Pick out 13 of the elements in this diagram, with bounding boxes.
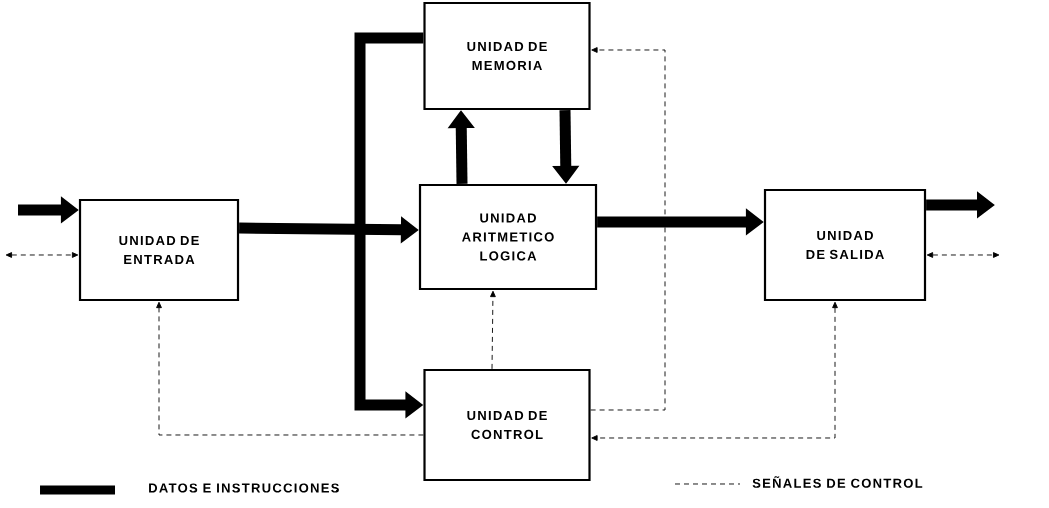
- unit-box: UNIDAD DE ENTRADA: [78, 198, 240, 302]
- legend-label: SEÑALES DE CONTROL: [752, 476, 923, 488]
- arrow: [591, 301, 838, 441]
- unit-box: UNIDAD DE SALIDA: [763, 188, 927, 302]
- unit-box: UNIDAD ARITMETICO LOGICA: [418, 183, 598, 291]
- arrow: [590, 47, 666, 411]
- arrow: [5, 252, 79, 258]
- arrow: [926, 252, 1000, 258]
- arrow: [156, 301, 424, 436]
- legend-label: DATOS E INSTRUCCIONES: [149, 483, 339, 493]
- unit-box: UNIDAD DE MEMORIA: [423, 1, 591, 111]
- unit-box: UNIDAD DE CONTROL: [423, 368, 591, 482]
- arrow: [490, 290, 496, 370]
